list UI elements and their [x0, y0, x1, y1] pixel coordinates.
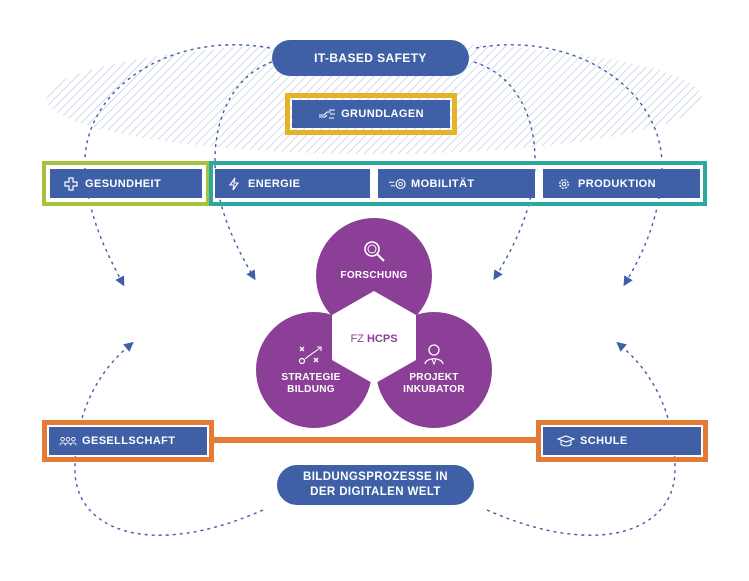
schule-frame [536, 420, 708, 462]
it-based-safety-pill: IT-BASED SAFETY [272, 40, 469, 76]
it-based-safety-label: IT-BASED SAFETY [314, 50, 427, 65]
hatched-field [46, 42, 702, 154]
schule-box: SCHULE [543, 427, 701, 455]
dashed-arc-left-inner [214, 61, 273, 281]
gesundheit-frame [42, 161, 210, 206]
schule-label: SCHULE [580, 435, 628, 447]
grundlagen-label: GRUNDLAGEN [341, 108, 424, 120]
gear-icon [555, 177, 573, 191]
dashed-arc-right-inner [473, 61, 536, 281]
lightning-icon [225, 177, 243, 191]
gesellschaft-box: GESELLSCHAFT [49, 427, 207, 455]
domains-teal-frame [209, 161, 707, 206]
strategie-line1: STRATEGIE [281, 372, 341, 383]
projekt-line2: INKUBATOR [403, 384, 465, 395]
domain-gesundheit: GESUNDHEIT [50, 169, 202, 198]
center-prefix: FZ [350, 333, 364, 345]
center-fz-hcps-label: FZ HCPS [334, 333, 414, 345]
grundlagen-frame [285, 93, 457, 135]
projekt-line1: PROJEKT [409, 372, 459, 383]
search-icon [361, 238, 387, 264]
domain-mobilitaet-label: MOBILITÄT [411, 177, 475, 190]
domain-produktion: PRODUKTION [543, 169, 700, 198]
medical-cross-icon [62, 176, 80, 191]
bildungsprozesse-pill: BILDUNGSPROZESSE IN DER DIGITALEN WELT [277, 465, 474, 505]
domain-produktion-label: PRODUKTION [578, 177, 656, 190]
bildung-line2: DER DIGITALEN WELT [310, 486, 441, 498]
circle-forschung [316, 218, 432, 334]
gesellschaft-frame [42, 420, 214, 462]
strategie-line2: BILDUNG [287, 384, 335, 395]
dashed-arc-bottom-left [74, 341, 264, 536]
motion-wheel-icon [388, 177, 406, 191]
strategie-label: STRATEGIE BILDUNG [266, 372, 356, 396]
domain-energie: ENERGIE [215, 169, 370, 198]
gesellschaft-label: GESELLSCHAFT [82, 435, 176, 447]
graduation-cap-icon [557, 434, 575, 448]
dashed-arc-right-outer [475, 44, 663, 287]
dashed-arc-left-outer [84, 44, 271, 287]
domain-mobilitaet: MOBILITÄT [378, 169, 535, 198]
group-icon [59, 434, 77, 448]
strategy-play-icon [297, 344, 325, 366]
dashed-arc-bottom-right [486, 341, 676, 536]
center-hexagon [332, 291, 416, 384]
grundlagen-box: GRUNDLAGEN [292, 100, 450, 128]
bildung-line1: BILDUNGSPROZESSE IN [303, 471, 448, 483]
person-idea-icon [422, 342, 446, 366]
domain-energie-label: ENERGIE [248, 177, 301, 190]
domain-gesundheit-label: GESUNDHEIT [85, 177, 162, 190]
forschung-label: FORSCHUNG [324, 270, 424, 282]
hand-connect-icon [318, 107, 336, 121]
center-bold: HCPS [366, 333, 398, 345]
projekt-label: PROJEKT INKUBATOR [389, 372, 479, 396]
forschung-text: FORSCHUNG [340, 270, 408, 281]
